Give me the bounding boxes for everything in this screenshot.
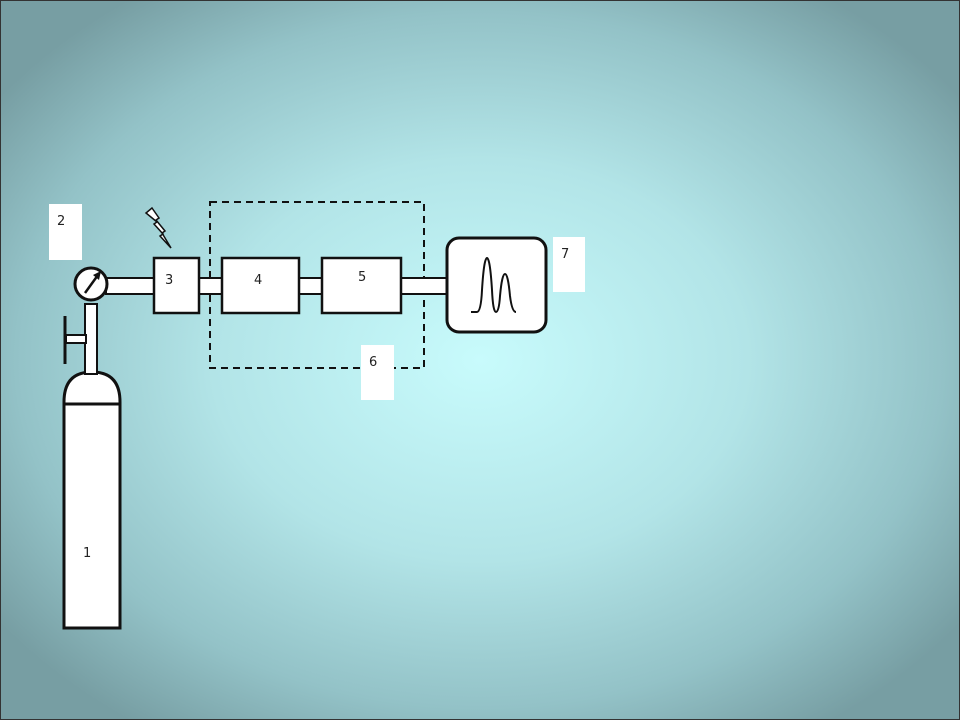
label-2-box: 2 (49, 204, 82, 260)
pipe-gauge-injector (105, 277, 155, 295)
label-4: 4 (254, 273, 263, 288)
label-3: 3 (165, 273, 174, 288)
pipe-block5-detector (400, 277, 448, 295)
pipe-injector-block4 (198, 277, 223, 295)
valve-handle (63, 316, 87, 364)
label-5: 5 (358, 270, 367, 285)
label-7: 7 (561, 247, 570, 262)
pressure-gauge-icon (73, 266, 109, 302)
lightning-icon (144, 206, 172, 249)
detector-box (445, 236, 548, 334)
label-2: 2 (57, 214, 66, 229)
label-6-box: 6 (361, 345, 394, 400)
block-4-box (220, 256, 301, 315)
injector-box (152, 256, 201, 315)
label-1: 1 (83, 546, 92, 561)
label-7-box: 7 (553, 237, 585, 292)
chromatogram-peaks-icon (471, 256, 517, 314)
label-6: 6 (369, 355, 378, 370)
gas-cylinder (62, 370, 122, 630)
block-5-box (320, 256, 403, 315)
pipe-block4-block5 (298, 277, 323, 295)
